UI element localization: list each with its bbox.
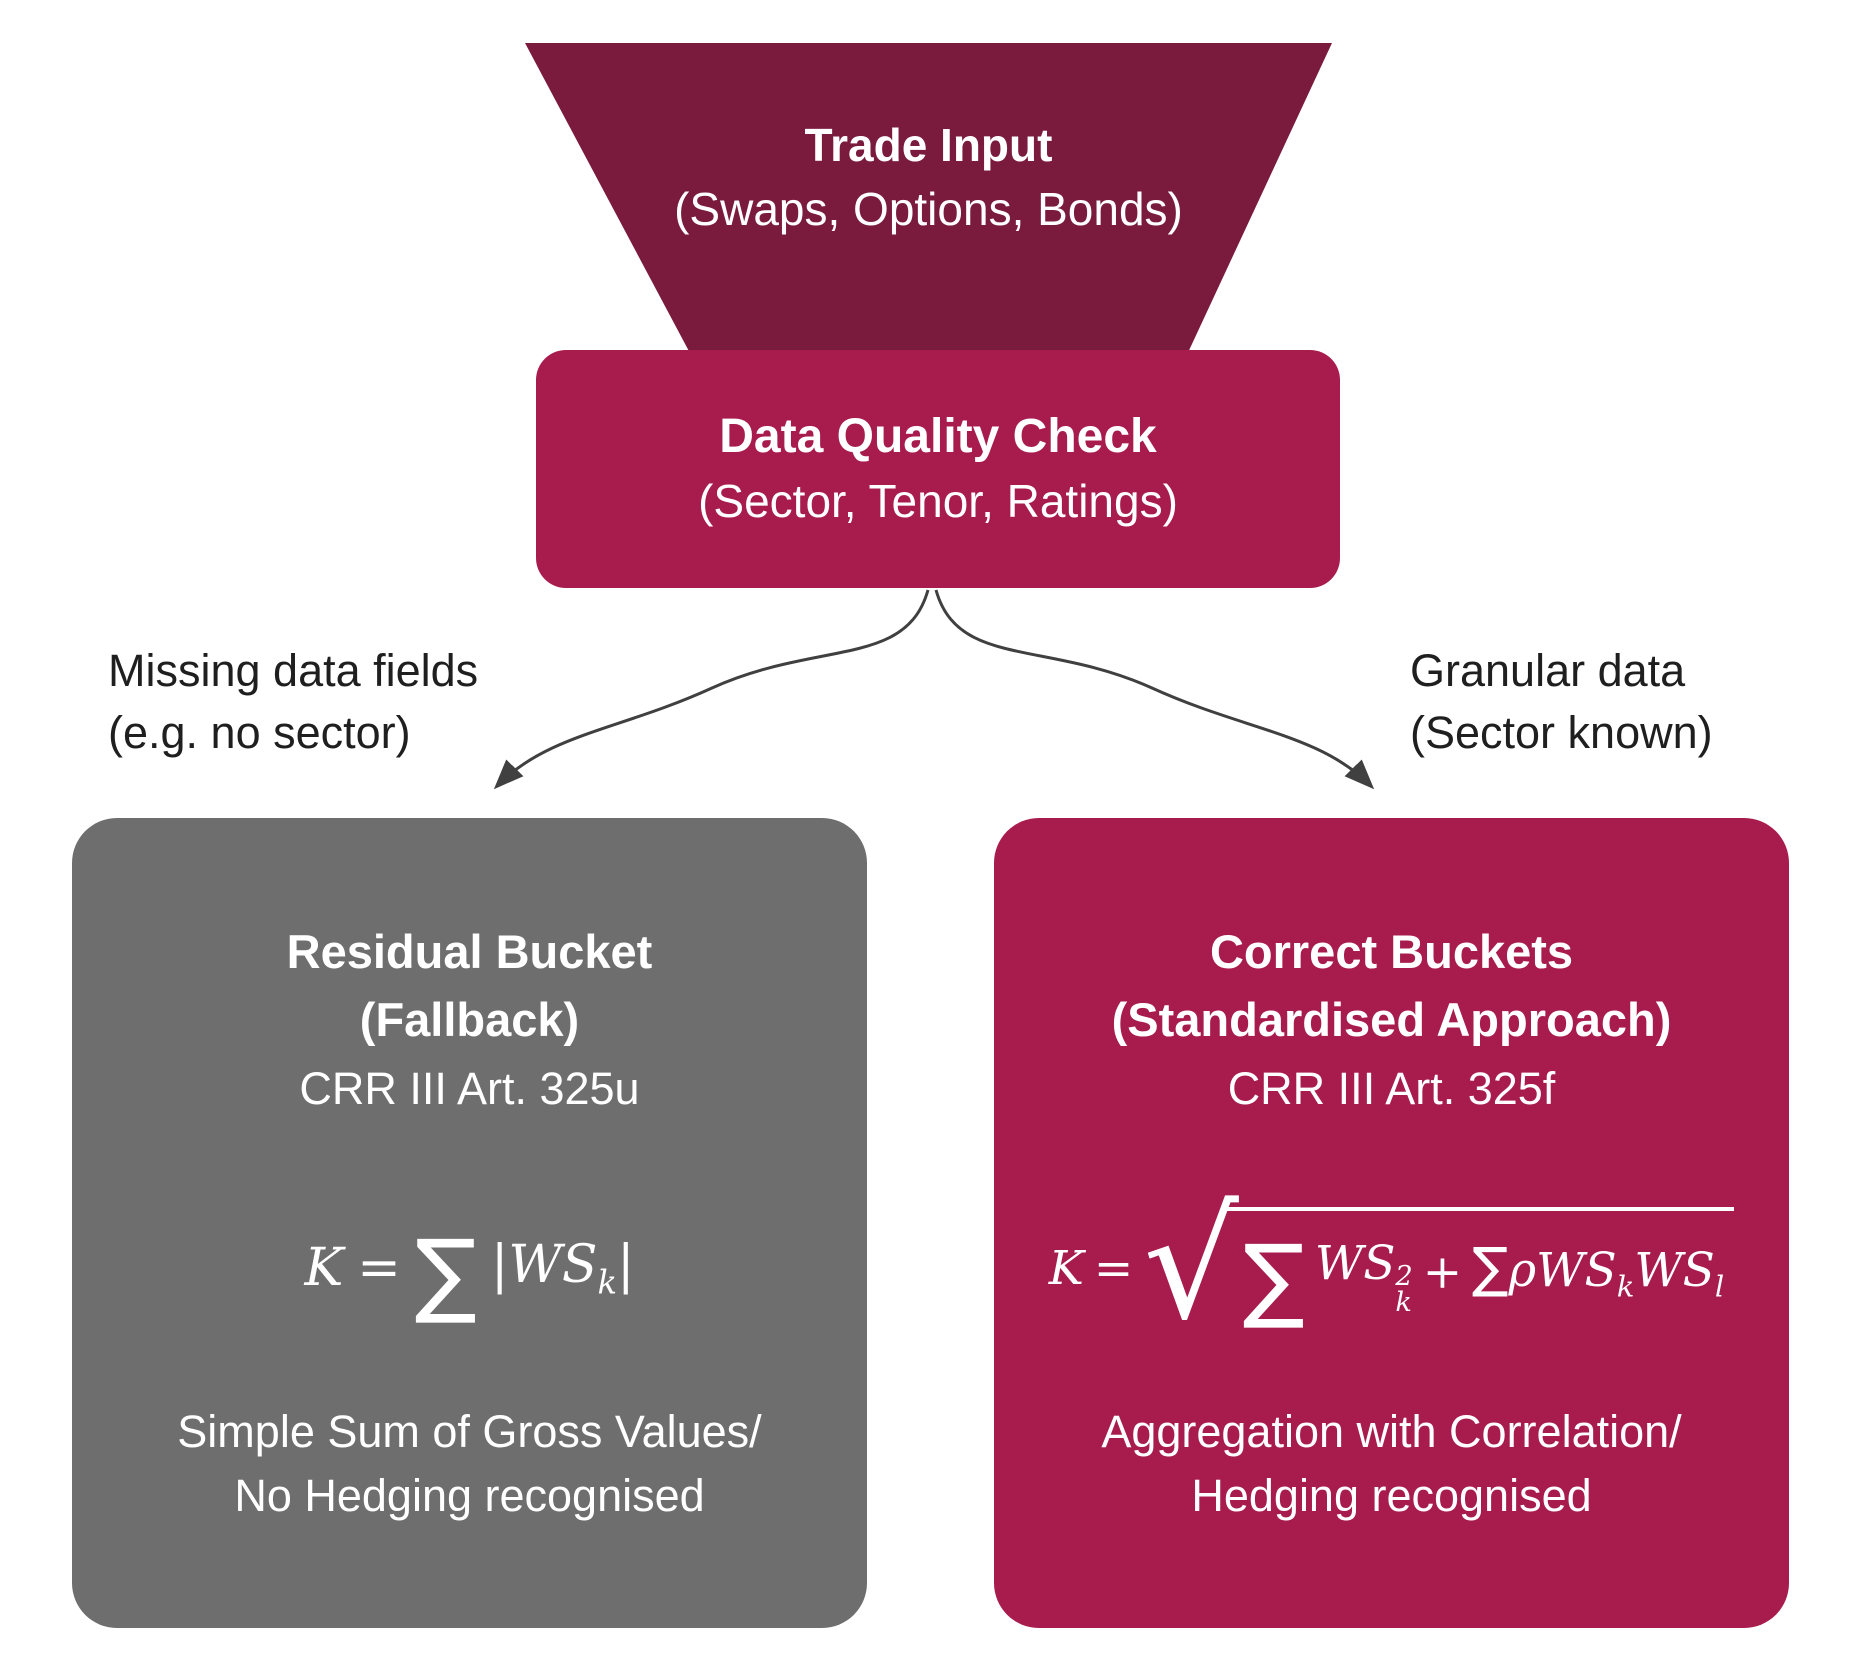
branch-arrow-right bbox=[934, 589, 1375, 790]
right-branch-label-line2: (Sector known) bbox=[1410, 707, 1713, 758]
rho-ws-text: ρWS bbox=[1508, 1243, 1617, 1299]
ws1-sub: k bbox=[1395, 1286, 1412, 1318]
residual-bucket-note: Simple Sum of Gross Values/ No Hedging r… bbox=[72, 1400, 867, 1528]
trade-input-subtitle: (Swaps, Options, Bonds) bbox=[674, 183, 1183, 235]
residual-bucket-regulation: CRR III Art. 325u bbox=[299, 1063, 640, 1114]
residual-formula-subk: k bbox=[597, 1263, 618, 1302]
data-quality-check-subtitle: (Sector, Tenor, Ratings) bbox=[698, 475, 1178, 527]
residual-formula-lhs: K bbox=[304, 1238, 344, 1298]
correct-buckets-subtitle: (Standardised Approach) bbox=[1111, 993, 1672, 1046]
trade-input-text: Trade Input (Swaps, Options, Bonds) bbox=[525, 113, 1332, 241]
trade-input-funnel: Trade Input (Swaps, Options, Bonds) bbox=[525, 43, 1332, 357]
residual-bucket-box: Residual Bucket (Fallback) CRR III Art. … bbox=[72, 818, 867, 1628]
residual-note-line1: Simple Sum of Gross Values/ bbox=[177, 1406, 762, 1457]
ws1-text: WS bbox=[1314, 1235, 1396, 1291]
correct-formula-term2: ∑ρWSkWSl bbox=[1472, 1241, 1725, 1304]
data-quality-check-title: Data Quality Check bbox=[719, 410, 1157, 463]
correct-buckets-note: Aggregation with Correlation/ Hedging re… bbox=[994, 1400, 1789, 1528]
term2-subl: l bbox=[1714, 1269, 1725, 1304]
correct-note-line2: Hedging recognised bbox=[1191, 1470, 1592, 1521]
branch-arrow-left bbox=[493, 589, 930, 790]
residual-formula-body: |WSk| bbox=[491, 1235, 635, 1301]
residual-formula-ws: |WS bbox=[490, 1234, 598, 1295]
residual-formula-close: | bbox=[617, 1234, 635, 1295]
right-branch-label: Granular data (Sector known) bbox=[1410, 640, 1713, 764]
correct-buckets-regulation: CRR III Art. 325f bbox=[1227, 1063, 1556, 1114]
right-branch-label-line1: Granular data bbox=[1410, 645, 1686, 696]
sum-icon: ∑ bbox=[1242, 1224, 1305, 1332]
residual-note-line2: No Hedging recognised bbox=[234, 1470, 705, 1521]
left-branch-label: Missing data fields (e.g. no sector) bbox=[108, 640, 478, 764]
trade-input-title: Trade Input bbox=[804, 119, 1053, 171]
correct-formula-plus: + bbox=[1422, 1245, 1463, 1300]
correct-formula-equals: = bbox=[1093, 1240, 1134, 1296]
residual-bucket-title: Residual Bucket bbox=[286, 925, 653, 978]
term2-subk: k bbox=[1616, 1269, 1635, 1304]
sum-icon: ∑ bbox=[414, 1220, 477, 1327]
data-quality-check-box: Data Quality Check (Sector, Tenor, Ratin… bbox=[536, 350, 1340, 588]
left-branch-label-line2: (e.g. no sector) bbox=[108, 707, 411, 758]
correct-note-line1: Aggregation with Correlation/ bbox=[1101, 1406, 1682, 1457]
ws2-text: WS bbox=[1634, 1243, 1715, 1299]
correct-buckets-box: Correct Buckets (Standardised Approach) … bbox=[994, 818, 1789, 1628]
residual-bucket-subtitle: (Fallback) bbox=[359, 993, 580, 1046]
radical-sign: √ bbox=[1143, 1178, 1239, 1353]
left-branch-label-line1: Missing data fields bbox=[108, 645, 479, 696]
residual-formula-equals: = bbox=[357, 1238, 401, 1298]
sum-small-icon: ∑ bbox=[1472, 1236, 1509, 1300]
correct-buckets-title: Correct Buckets bbox=[1209, 925, 1574, 978]
correct-formula-lhs: K bbox=[1048, 1240, 1084, 1296]
ws1-sup: 2 bbox=[1395, 1260, 1413, 1292]
residual-formula: K = ∑ |WSk| bbox=[304, 1222, 635, 1320]
